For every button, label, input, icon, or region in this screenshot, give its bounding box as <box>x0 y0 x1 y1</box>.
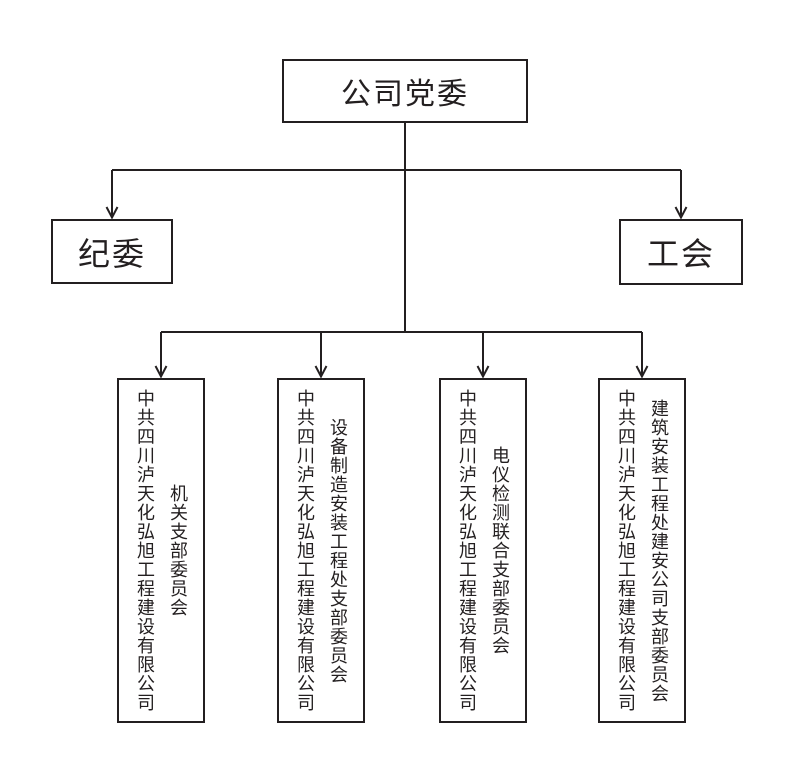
node-branch-construction: 中共四川泸天化弘旭工程建设有限公司 建筑安装工程处建安公司支部委员会 <box>598 378 686 723</box>
branch-company-name: 中共四川泸天化弘旭工程建设有限公司 <box>457 389 477 712</box>
branch-company-name: 中共四川泸天化弘旭工程建设有限公司 <box>295 389 315 712</box>
node-labor-union: 工会 <box>619 219 743 285</box>
branch-company-name: 中共四川泸天化弘旭工程建设有限公司 <box>135 389 155 712</box>
arrowhead-down-icon <box>635 365 649 379</box>
node-branch-organ: 中共四川泸天化弘旭工程建设有限公司 机关支部委员会 <box>117 378 205 723</box>
arrowhead-down-icon <box>314 365 328 379</box>
arrowhead-down-icon <box>105 206 119 220</box>
node-branch-electrical: 中共四川泸天化弘旭工程建设有限公司 电仪检测联合支部委员会 <box>439 378 527 723</box>
branch-committee-name: 设备制造安装工程处支部委员会 <box>328 417 348 684</box>
arrowhead-down-icon <box>154 365 168 379</box>
arrowhead-down-icon <box>476 365 490 379</box>
node-discipline-committee: 纪委 <box>51 219 173 284</box>
node-company-party-committee: 公司党委 <box>282 59 528 123</box>
branch-committee-name: 电仪检测联合支部委员会 <box>490 446 510 655</box>
branch-committee-name: 机关支部委员会 <box>168 484 188 617</box>
branch-vertical-text: 中共四川泸天化弘旭工程建设有限公司 电仪检测联合支部委员会 <box>450 380 516 721</box>
node-branch-equipment: 中共四川泸天化弘旭工程建设有限公司 设备制造安装工程处支部委员会 <box>277 378 365 723</box>
branch-vertical-text: 中共四川泸天化弘旭工程建设有限公司 建筑安装工程处建安公司支部委员会 <box>609 380 675 721</box>
branch-committee-name: 建筑安装工程处建安公司支部委员会 <box>649 398 669 703</box>
branch-vertical-text: 中共四川泸天化弘旭工程建设有限公司 设备制造安装工程处支部委员会 <box>288 380 354 721</box>
branch-company-name: 中共四川泸天化弘旭工程建设有限公司 <box>616 389 636 712</box>
arrowhead-down-icon <box>674 206 688 220</box>
node-label: 纪委 <box>77 235 146 272</box>
branch-vertical-text: 中共四川泸天化弘旭工程建设有限公司 机关支部委员会 <box>128 380 194 721</box>
node-label: 公司党委 <box>341 78 469 111</box>
node-label: 工会 <box>646 236 715 272</box>
